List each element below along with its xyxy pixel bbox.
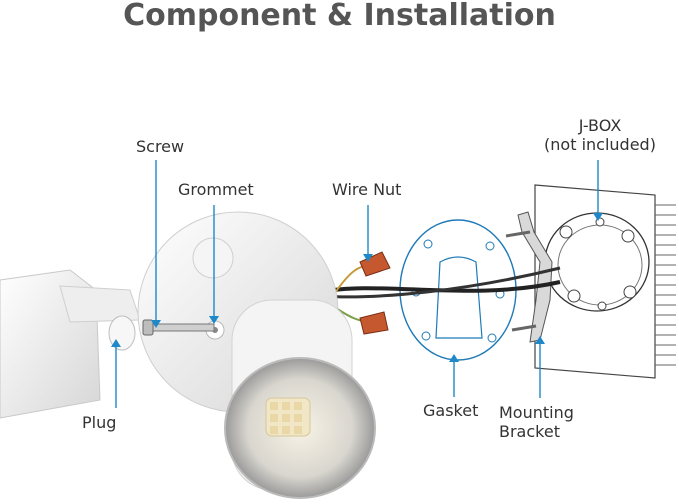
screw-label: Screw xyxy=(136,137,185,156)
jbox-label-line1: J-BOX xyxy=(578,116,622,135)
plug-arrowhead xyxy=(111,339,121,347)
plug-label: Plug xyxy=(82,413,117,432)
jbox-arrowhead xyxy=(593,213,603,221)
grommet-arrowhead xyxy=(209,316,219,324)
grommet-label: Grommet xyxy=(178,180,254,199)
mounting-bracket-label-line1: Mounting xyxy=(499,403,574,422)
j-box xyxy=(544,212,650,312)
wire-nut-label: Wire Nut xyxy=(332,180,402,199)
mounting-bracket-label-line2: Bracket xyxy=(499,422,560,441)
front-lamp-head xyxy=(224,299,376,499)
wire-nuts xyxy=(359,251,391,335)
gasket-label: Gasket xyxy=(423,401,479,420)
jbox-label-line2: (not included) xyxy=(544,135,656,154)
page-title: Component & Installation xyxy=(123,0,556,33)
wire-nut-arrowhead xyxy=(363,254,373,262)
mounting-arrowhead xyxy=(535,336,545,344)
left-lamp-head xyxy=(0,269,141,419)
gasket-arrowhead xyxy=(449,354,459,362)
screw-arrowhead xyxy=(151,320,161,328)
leader-lines xyxy=(111,160,603,408)
screw xyxy=(142,319,215,336)
